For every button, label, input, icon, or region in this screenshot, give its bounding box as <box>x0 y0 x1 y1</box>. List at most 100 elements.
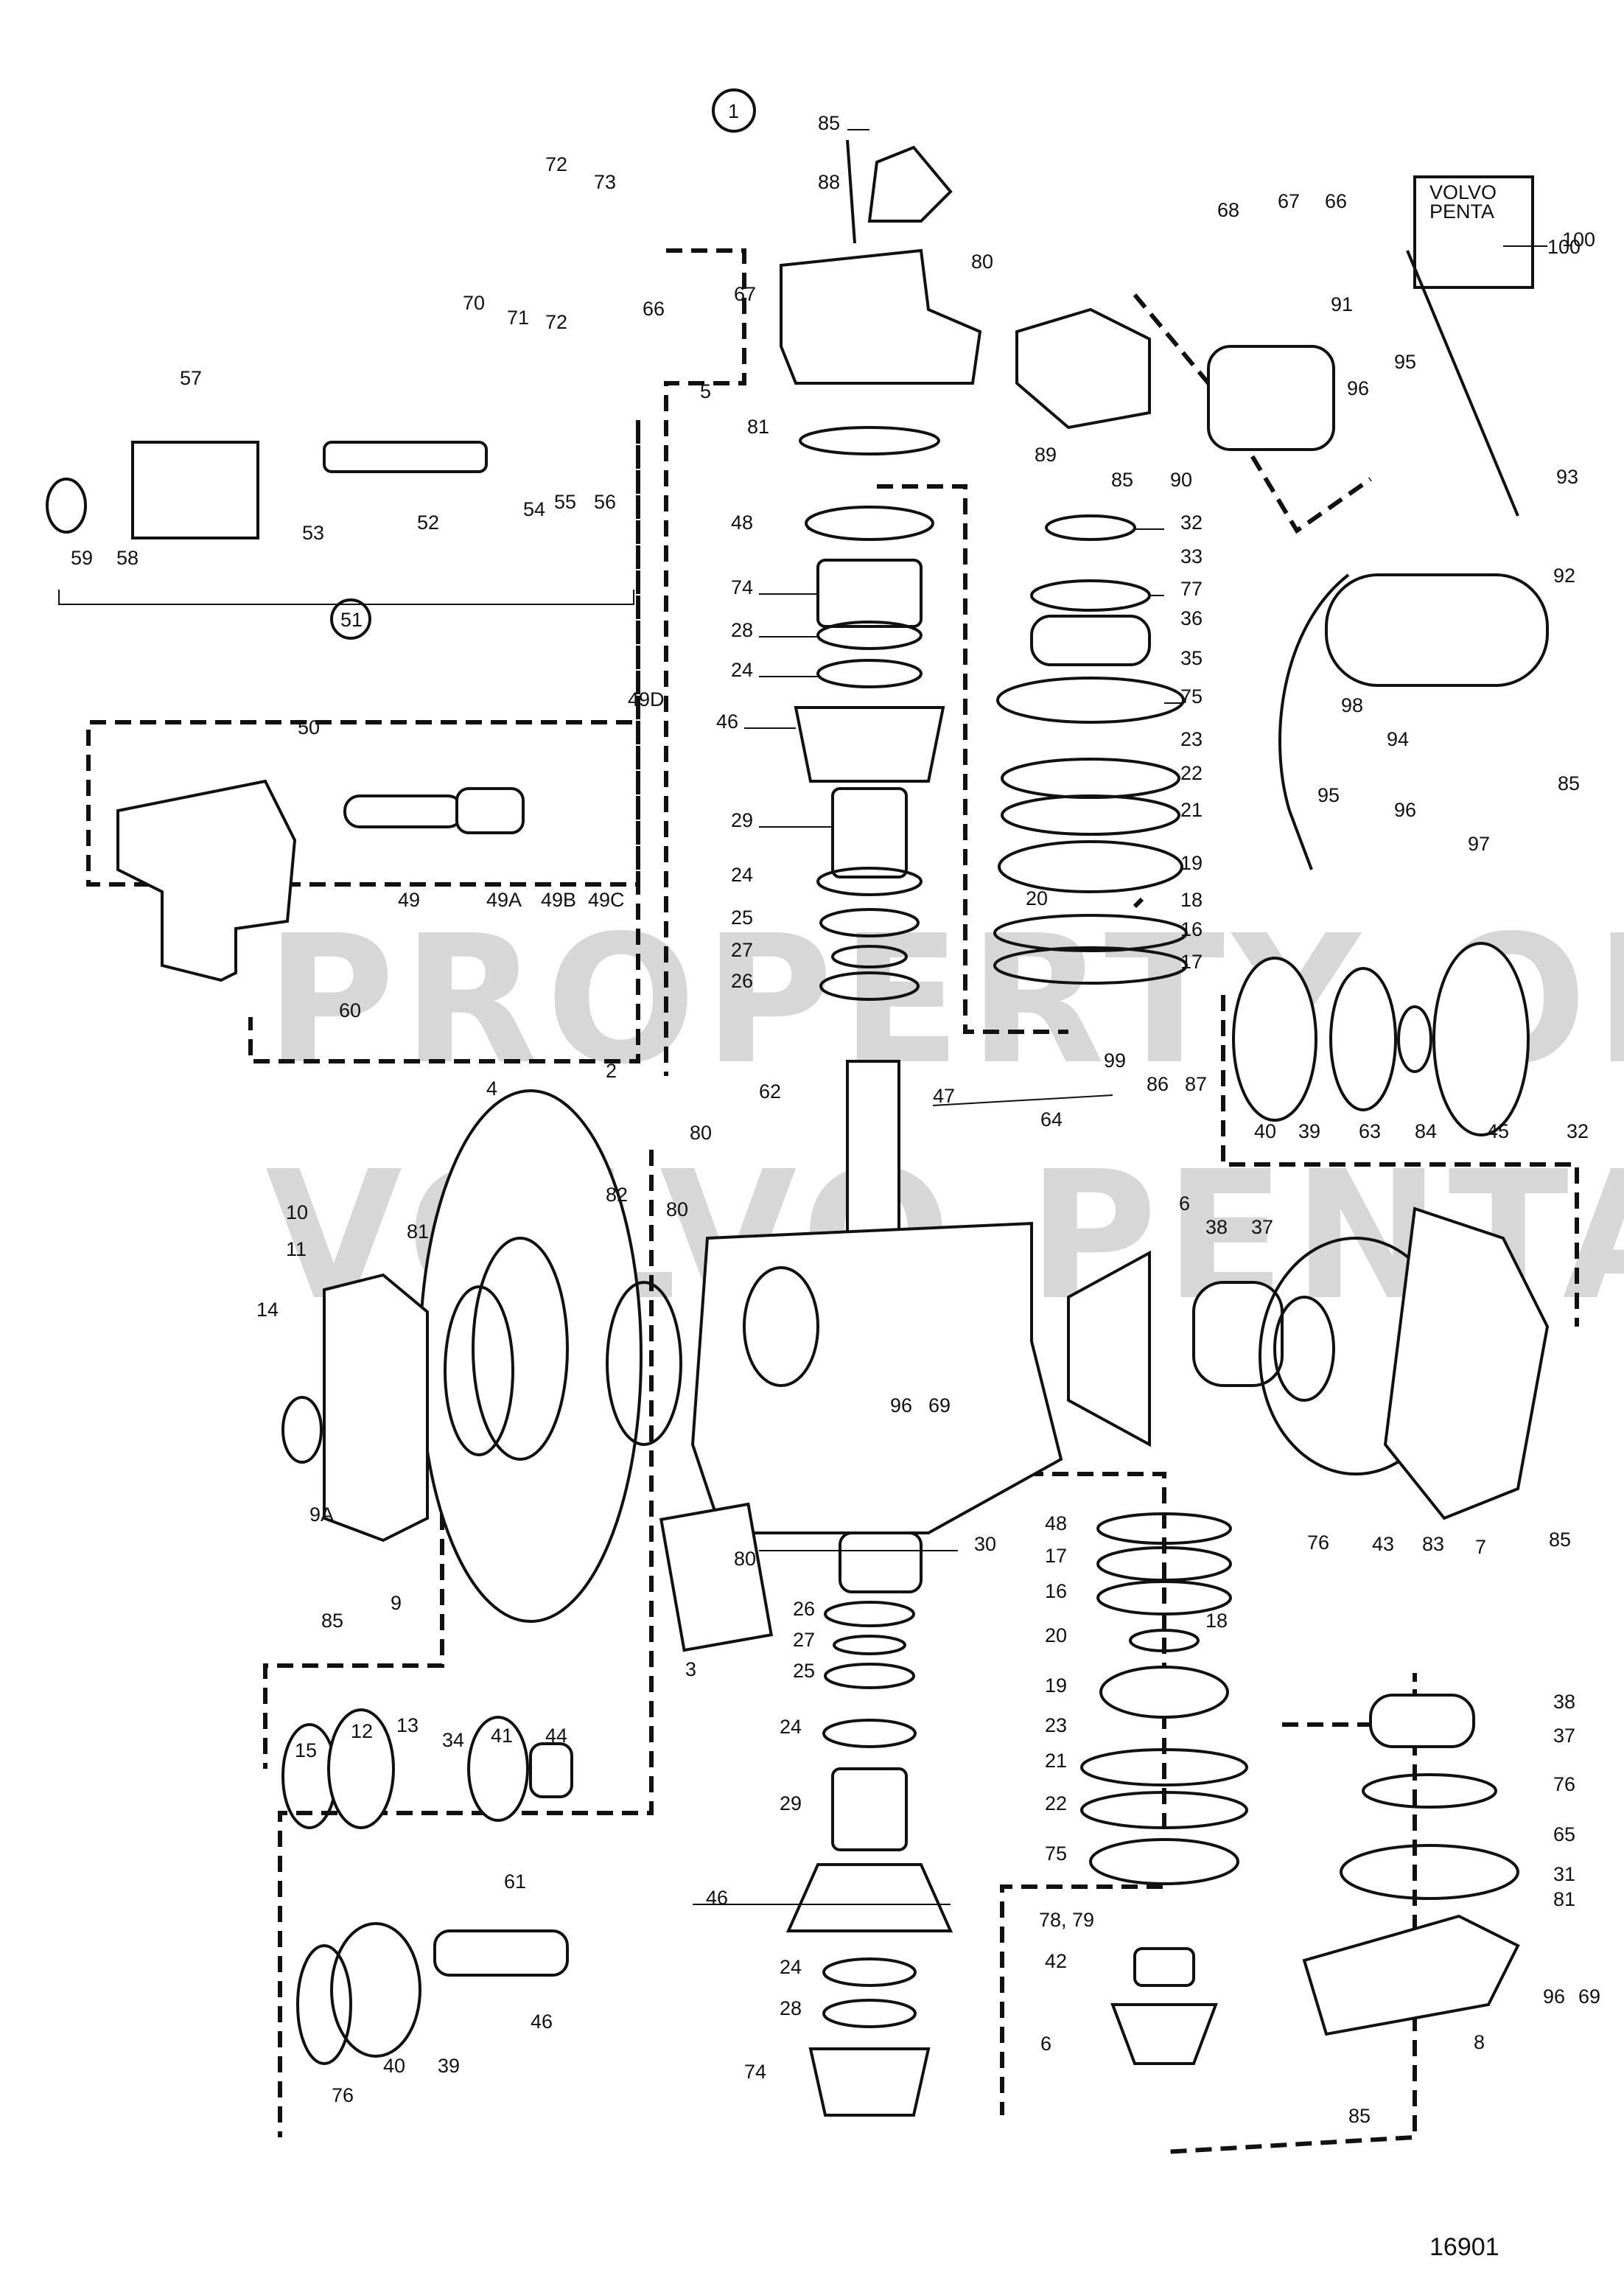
bearing-24b <box>816 867 923 896</box>
callout-label: 26 <box>793 1598 815 1620</box>
callout-label: 85 <box>321 1610 343 1632</box>
callout-label: 49D <box>628 688 665 710</box>
callout-label: 42 <box>1045 1950 1067 1972</box>
callout-label: 58 <box>116 547 139 569</box>
bearing-29 <box>831 787 908 878</box>
callout-label: 7 <box>1475 1536 1486 1558</box>
ring-76c <box>1362 1773 1497 1809</box>
bevel-gear-46b <box>785 1863 953 1932</box>
gear-74b <box>808 2047 931 2117</box>
callout-label: 80 <box>690 1122 712 1144</box>
callout-label: 40 <box>383 2055 405 2077</box>
bushing-42 <box>1133 1947 1195 1987</box>
callout-label: 55 <box>554 491 576 513</box>
callout-label: 75 <box>1180 685 1203 708</box>
piston-19 <box>998 840 1183 893</box>
bearing-41 <box>467 1716 529 1822</box>
callout-label: 80 <box>734 1548 756 1570</box>
callout-label: 83 <box>1422 1533 1444 1555</box>
callout-label: 23 <box>1180 728 1203 750</box>
callout-label: 90 <box>1170 469 1192 491</box>
gear-74 <box>816 559 923 628</box>
manual-brand-line2: PENTA <box>1429 200 1494 223</box>
callout-label: 86 <box>1147 1073 1169 1095</box>
boundary-lower <box>1000 1472 1166 2115</box>
callout-label: 32 <box>1180 511 1203 534</box>
callout-label: 88 <box>818 171 840 193</box>
nut-59 <box>46 478 87 534</box>
callout-label: 46 <box>706 1887 728 1909</box>
callout-label: 61 <box>504 1870 526 1893</box>
callout-label: 85 <box>818 112 840 134</box>
bevel-gear-46 <box>794 706 945 783</box>
callout-label: 4 <box>486 1077 497 1100</box>
callout-label: 98 <box>1341 694 1363 716</box>
leader-lines <box>693 129 1547 1905</box>
callout-label: 20 <box>1045 1624 1067 1646</box>
bearing-40b <box>330 1922 421 2058</box>
callout-label: 37 <box>1553 1725 1575 1747</box>
ring-20 <box>1129 1629 1200 1652</box>
callout-label: 100 <box>1562 228 1595 251</box>
ring-21b <box>1080 1748 1248 1786</box>
callout-label: 11 <box>286 1238 307 1260</box>
callout-label: 54 <box>523 498 545 520</box>
callout-label: 57 <box>180 367 202 389</box>
bearing-36 <box>1030 615 1151 666</box>
callout-label: 21 <box>1045 1750 1067 1772</box>
bearing-38b <box>1369 1694 1475 1748</box>
disc-75 <box>996 677 1185 724</box>
callout-label: 48 <box>731 511 753 534</box>
callout-label: 81 <box>747 416 769 438</box>
callout-label: 82 <box>606 1184 628 1206</box>
callout-label: 74 <box>744 2061 766 2083</box>
callout-label: 28 <box>731 619 753 641</box>
boundary-bevel-upper <box>877 484 1068 1034</box>
callout-label: 84 <box>1415 1120 1437 1142</box>
oil-cooler <box>1325 573 1549 687</box>
disc-17 <box>993 946 1188 985</box>
callout-label: 50 <box>298 716 320 738</box>
washer-28 <box>816 621 923 650</box>
callout-label: 17 <box>1180 951 1203 973</box>
callout-label: 75 <box>1045 1842 1067 1865</box>
valve-spool <box>343 794 464 828</box>
o-ring-81 <box>799 426 940 455</box>
valve-body <box>116 779 297 982</box>
callout-label: 9A <box>309 1503 334 1526</box>
callout-label: 59 <box>71 547 93 569</box>
seal-14 <box>281 1396 323 1464</box>
disc-75b <box>1089 1838 1239 1885</box>
callout-label: 25 <box>793 1660 815 1682</box>
manual-ref: 100 <box>1547 236 1581 258</box>
callout-label: 76 <box>332 2084 354 2106</box>
bearing-29b <box>831 1767 908 1851</box>
ring-27b <box>833 1635 906 1655</box>
callout-label: 24 <box>731 659 753 681</box>
ring-21 <box>1001 794 1180 836</box>
ring-84 <box>1397 1005 1432 1073</box>
callout-label: 85 <box>1111 469 1133 491</box>
o-ring-82 <box>606 1281 682 1446</box>
callout-label: 72 <box>545 311 567 333</box>
callout-label: 23 <box>1045 1714 1067 1736</box>
valve-stem <box>323 441 488 473</box>
callout-label: 18 <box>1205 1610 1228 1632</box>
callout-label: 3 <box>685 1658 696 1680</box>
boundary-upper-shaft <box>664 248 746 1076</box>
solenoid <box>131 441 259 539</box>
boundary-output <box>1133 897 1579 1327</box>
callout-label: 89 <box>1035 444 1057 466</box>
bearing-24 <box>816 659 923 688</box>
ring-76 <box>1273 1296 1335 1402</box>
callout-label: 21 <box>1180 799 1203 821</box>
plate-3 <box>659 1502 774 1652</box>
callout-label: 70 <box>463 292 485 314</box>
callout-label: 27 <box>731 939 753 961</box>
callout-label: 6 <box>1040 2033 1051 2055</box>
callout-label: 26 <box>731 970 753 992</box>
callout-label: 49B <box>541 889 576 911</box>
callout-label: 8 <box>1474 2031 1485 2053</box>
washer-26b <box>824 1601 915 1627</box>
